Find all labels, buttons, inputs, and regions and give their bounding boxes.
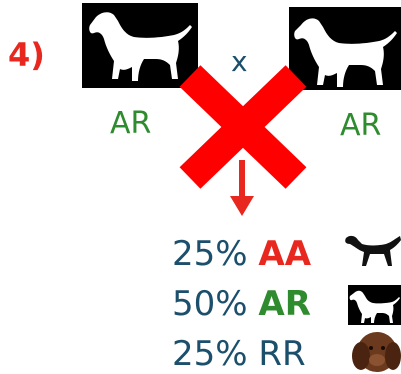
- offspring-percent: 25%: [172, 234, 248, 274]
- cross-symbol: x: [231, 45, 248, 78]
- white-dog-icon: [348, 285, 401, 325]
- offspring-percent: 50%: [172, 284, 248, 324]
- red-cross-icon: [179, 65, 307, 189]
- offspring-row-ar: 50% AR: [172, 284, 311, 324]
- offspring-row-aa: 25% AA: [172, 234, 311, 274]
- down-arrow-icon: [230, 160, 254, 216]
- black-dog-icon: [344, 228, 401, 270]
- parent-2-genotype: AR: [340, 108, 382, 143]
- parent-1-dog-image: [82, 3, 198, 88]
- parent-2-dog-image: [289, 7, 401, 90]
- offspring-genotype: RR: [258, 334, 306, 374]
- white-dog-icon: [89, 12, 192, 81]
- offspring-genotype: AR: [258, 284, 311, 324]
- problem-number: 4): [8, 36, 45, 74]
- offspring-percent: 25%: [172, 334, 248, 374]
- offspring-row-rr: 25% RR: [172, 334, 306, 374]
- offspring-genotype: AA: [258, 234, 312, 274]
- white-dog-icon: [294, 18, 397, 88]
- brown-dog-icon: [345, 330, 401, 373]
- parent-1-genotype: AR: [110, 106, 152, 141]
